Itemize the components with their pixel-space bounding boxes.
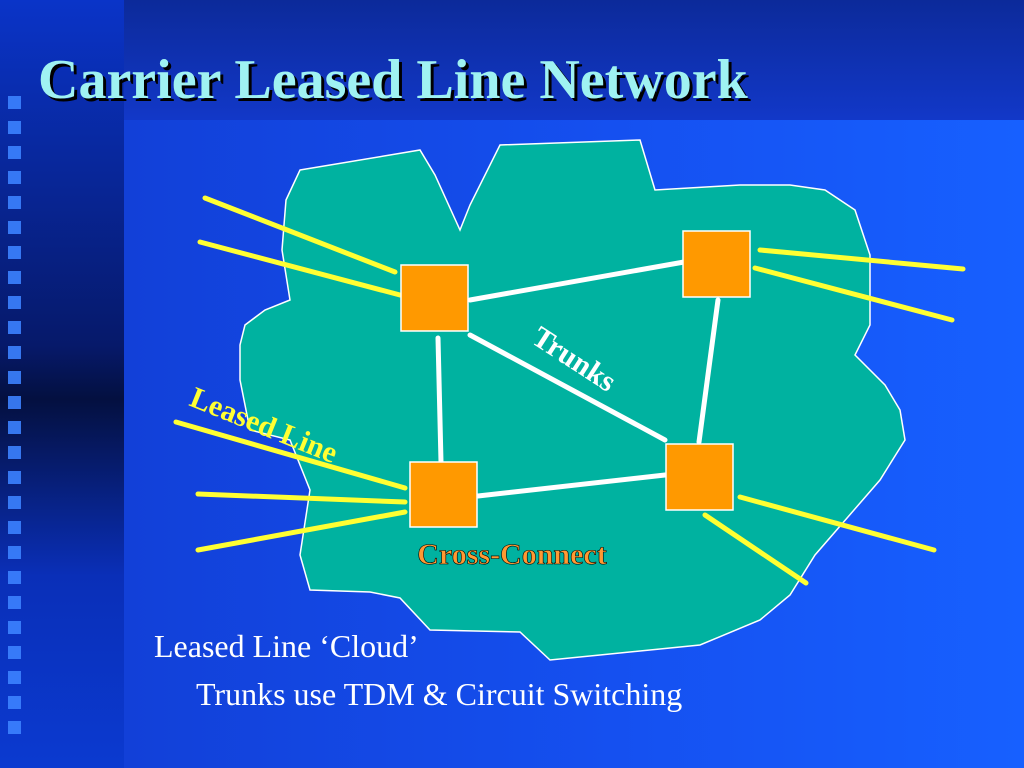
trunk-link bbox=[435, 335, 444, 465]
trunk-link bbox=[467, 259, 687, 303]
leased-line bbox=[195, 491, 408, 505]
leased-line bbox=[202, 195, 398, 275]
trunk-link bbox=[475, 472, 668, 499]
cross-connect-node-top-left bbox=[400, 264, 469, 332]
cross-connect-node-bottom-left bbox=[409, 461, 478, 528]
caption-trunks-tdm: Trunks use TDM & Circuit Switching bbox=[196, 676, 683, 712]
cross-connect-node-top-right bbox=[682, 230, 751, 298]
leased-line bbox=[173, 419, 408, 491]
left-decorative-band bbox=[0, 0, 124, 768]
leased-line bbox=[757, 247, 966, 272]
decorative-squares bbox=[8, 96, 24, 746]
caption-cloud: Leased Line ‘Cloud’ bbox=[154, 628, 419, 664]
cross-connect-label: Cross-Connect bbox=[417, 538, 606, 571]
cross-connect-node-bottom-right bbox=[665, 443, 734, 511]
leased-line bbox=[702, 512, 809, 586]
trunk-link bbox=[467, 332, 668, 443]
trunk-link bbox=[696, 297, 721, 445]
top-decorative-band bbox=[124, 0, 1024, 120]
leased-line bbox=[195, 509, 408, 553]
leased-line bbox=[752, 265, 955, 323]
slide-title: Carrier Leased Line Network bbox=[38, 49, 748, 111]
leased-line bbox=[737, 494, 937, 553]
leased-line bbox=[197, 239, 403, 298]
